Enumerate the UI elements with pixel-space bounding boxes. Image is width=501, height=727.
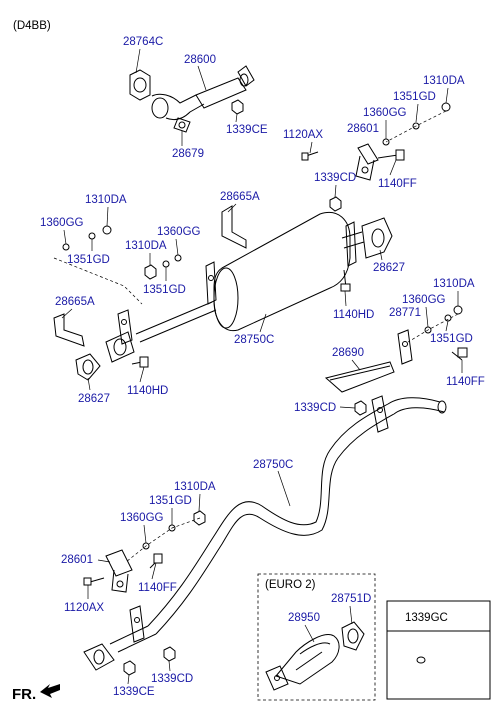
label-28627-left: 28627	[78, 393, 110, 405]
bolt-1140HD-right	[340, 269, 351, 292]
bracket-28665A-left	[53, 313, 85, 347]
label-1140FF-r2: 1140FF	[446, 376, 485, 388]
bolt-1140HD-left	[131, 356, 149, 368]
gasket-28627-right	[361, 217, 393, 259]
bolt-1140FF-tr	[377, 149, 405, 161]
label-28601-tr: 28601	[347, 123, 379, 135]
label-1310DA-tr: 1310DA	[423, 75, 465, 87]
label-1360GG-lm: 1360GG	[157, 226, 201, 238]
label-28771: 28771	[389, 307, 421, 319]
label-1339CE-top: 1339CE	[226, 124, 268, 136]
label-28764C: 28764C	[123, 36, 163, 48]
heat-shield-28690	[324, 361, 395, 393]
muffler-28750C	[135, 212, 365, 343]
hanger-28601-top	[355, 143, 379, 181]
label-28751D: 28751D	[331, 593, 371, 605]
label-1339CD-mid: 1339CD	[314, 172, 356, 184]
label-1310DA-r2: 1310DA	[433, 278, 475, 290]
bolt-1120AX-low	[83, 577, 105, 586]
label-1140FF-tr: 1140FF	[378, 178, 417, 190]
hanger-28771	[397, 329, 413, 365]
hanger-left	[117, 309, 133, 345]
label-1360GG-tr: 1360GG	[363, 107, 407, 119]
gasket-28627-left	[75, 353, 101, 381]
label-1339CE-low: 1339CE	[113, 686, 155, 698]
label-1360GG-l: 1360GG	[40, 217, 84, 229]
flange-left	[105, 331, 135, 363]
label-28600: 28600	[184, 54, 216, 66]
label-1351GD-tr: 1351GD	[393, 91, 436, 103]
label-1310DA-low: 1310DA	[174, 481, 216, 493]
label-1360GG-r2: 1360GG	[402, 294, 446, 306]
label-28665A-top: 28665A	[220, 191, 260, 203]
euro2-title: (EURO 2)	[265, 579, 316, 591]
label-28679: 28679	[172, 148, 204, 160]
label-1140HD-right: 1140HD	[333, 309, 374, 321]
label-28627-right: 28627	[373, 262, 405, 274]
label-1351GD-low: 1351GD	[149, 495, 192, 507]
label-28601-low: 28601	[61, 554, 93, 566]
ref-box-1339GC	[386, 600, 491, 700]
label-28690: 28690	[332, 347, 364, 359]
label-28665A-l: 28665A	[55, 296, 95, 308]
front-pipe-28600	[129, 65, 255, 133]
label-1351GD-l: 1351GD	[67, 254, 110, 266]
catalytic-converter-28950	[265, 634, 340, 691]
label-28750C-mid: 28750C	[234, 334, 274, 346]
label-28950: 28950	[288, 612, 320, 624]
label-1120AX-tr: 1120AX	[283, 129, 323, 141]
label-28750C-low: 28750C	[253, 459, 293, 471]
front-marker: FR.	[12, 686, 36, 703]
label-1339CD-low: 1339CD	[151, 673, 193, 685]
nut-1339CE-top	[231, 99, 244, 115]
label-1351GD-lm: 1351GD	[143, 284, 186, 296]
label-1360GG-low: 1360GG	[120, 512, 164, 524]
bolt-1140FF-low	[149, 553, 163, 569]
label-1310DA-l: 1310DA	[85, 194, 127, 206]
lower-pipe-end	[83, 605, 157, 671]
tail-pipe-28750C	[147, 395, 447, 635]
engine-code: (D4BB)	[13, 20, 51, 32]
ref-box-title: 1339GC	[405, 612, 448, 624]
label-1351GD-r2: 1351GD	[430, 333, 473, 345]
label-1140FF-low: 1140FF	[138, 582, 177, 594]
label-1310DA-lm: 1310DA	[125, 240, 167, 252]
front-arrow-icon	[40, 684, 60, 698]
hanger-28601-low	[105, 549, 133, 593]
label-1140HD-left: 1140HD	[127, 385, 168, 397]
bracket-28665A-top	[221, 205, 247, 249]
bolt-1140FF-r2	[451, 347, 468, 361]
label-1120AX-low: 1120AX	[64, 602, 104, 614]
label-1339CD-r2: 1339CD	[294, 402, 336, 414]
gasket-28751D	[341, 621, 365, 651]
